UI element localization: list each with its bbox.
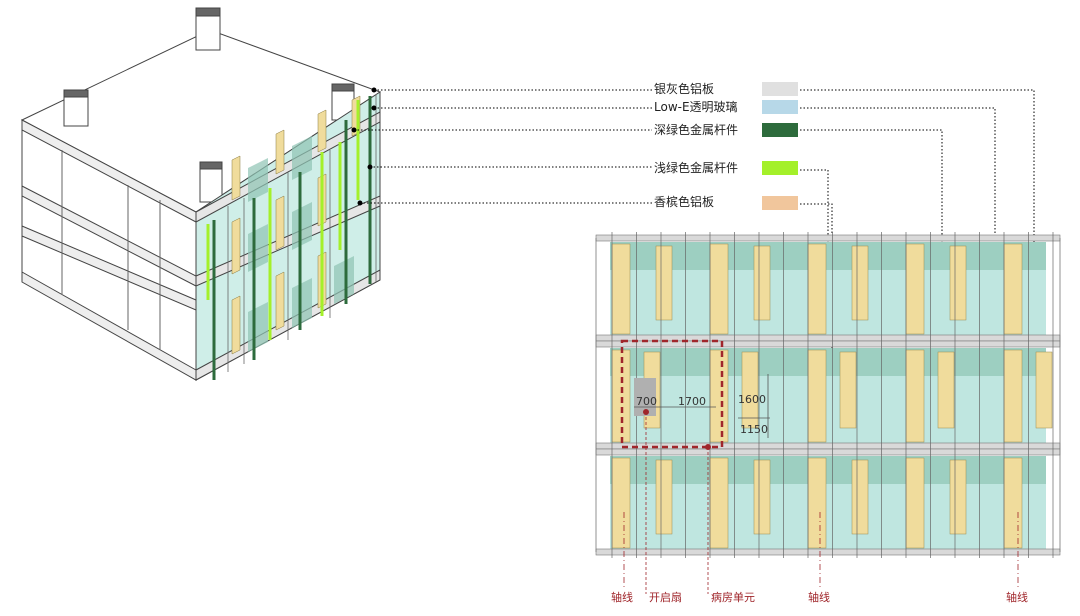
legend-label: 浅绿色金属杆件 (654, 160, 738, 175)
ward-unit-label: 病房单元 (711, 590, 755, 604)
champagne-panel (839, 351, 857, 429)
legend-item-light-green-rod: 浅绿色金属杆件 (654, 160, 798, 175)
champagne-panel (1003, 243, 1023, 335)
facade-elevation (595, 232, 1061, 558)
dimension-1150: 1150 (740, 423, 768, 436)
champagne-panel (753, 459, 771, 535)
open-sash-label: 开启扇 (649, 590, 682, 604)
champagne-panel (905, 243, 925, 335)
elevation-slab (595, 234, 1061, 242)
bottom-leaders (645, 412, 709, 594)
legend-swatch-glass (762, 100, 798, 114)
dimension-annotations: 700 1700 1600 1150 (634, 374, 770, 438)
champagne-panel (655, 245, 673, 321)
legend-label: Low-E透明玻璃 (654, 100, 738, 114)
champagne-panel (905, 457, 925, 549)
glass-top-band (610, 348, 1046, 376)
glass-top-band (610, 242, 1046, 270)
legend-label: 深绿色金属杆件 (654, 122, 738, 137)
legend-swatch-dark-green (762, 123, 798, 137)
axis-label-left: 轴线 (611, 590, 633, 604)
front-glass-panes (248, 136, 354, 352)
champagne-panel (949, 459, 967, 535)
champagne-panel (905, 349, 925, 443)
axonometric-building (20, 7, 382, 381)
champagne-panel (1003, 457, 1023, 549)
champagne-panel (851, 245, 869, 321)
axis-label-mid: 轴线 (808, 590, 830, 604)
champagne-panel (851, 459, 869, 535)
legend-item-champagne-panel: 香槟色铝板 (654, 194, 798, 210)
legend: 银灰色铝板 Low-E透明玻璃 深绿色金属杆件 浅绿色金属杆件 香槟色铝板 (654, 81, 798, 210)
champagne-panel (611, 243, 631, 335)
dimension-700: 700 (636, 395, 657, 408)
side-columns (61, 150, 161, 350)
champagne-panel (1035, 351, 1053, 429)
open-sash-panel (634, 378, 656, 416)
axis-lines (623, 512, 1019, 590)
ward-unit-frame (620, 339, 724, 449)
dimension-1700: 1700 (678, 395, 706, 408)
ward-unit-highlight (620, 339, 724, 450)
dimension-1600: 1600 (738, 393, 766, 406)
champagne-panel (807, 349, 827, 443)
champagne-panel (949, 245, 967, 321)
roof-chimneys (63, 7, 355, 203)
dark-green-rods (212, 96, 372, 380)
champagne-panel (741, 351, 759, 429)
champagne-panel (655, 459, 673, 535)
champagne-panel (709, 457, 729, 549)
bottom-labels: 轴线 开启扇 病房单元 轴线 轴线 (611, 590, 1028, 604)
champagne-panel (611, 457, 631, 549)
legend-item-silver-panel: 银灰色铝板 (654, 81, 798, 96)
elevation-slab (595, 548, 1061, 556)
champagne-panel (807, 457, 827, 549)
legend-swatch-silver (762, 82, 798, 96)
glass-top-band (610, 456, 1046, 484)
side-floor-slabs (21, 119, 197, 381)
elevation-slab (595, 448, 1061, 456)
champagne-panel (937, 351, 955, 429)
legend-swatch-light-green (762, 161, 798, 175)
champagne-panel (709, 243, 729, 335)
champagne-panel (807, 243, 827, 335)
legend-item-lowe-glass: Low-E透明玻璃 (654, 100, 798, 114)
champagne-panel (1003, 349, 1023, 443)
champagne-panel (753, 245, 771, 321)
front-mullions (227, 94, 377, 372)
champagne-panel (709, 349, 729, 443)
legend-label: 香槟色铝板 (654, 194, 714, 209)
legend-swatch-champagne (762, 196, 798, 210)
legend-item-dark-green-rod: 深绿色金属杆件 (654, 122, 798, 137)
legend-label: 银灰色铝板 (654, 81, 714, 96)
axis-label-right: 轴线 (1006, 590, 1028, 604)
light-green-rods (206, 100, 360, 340)
